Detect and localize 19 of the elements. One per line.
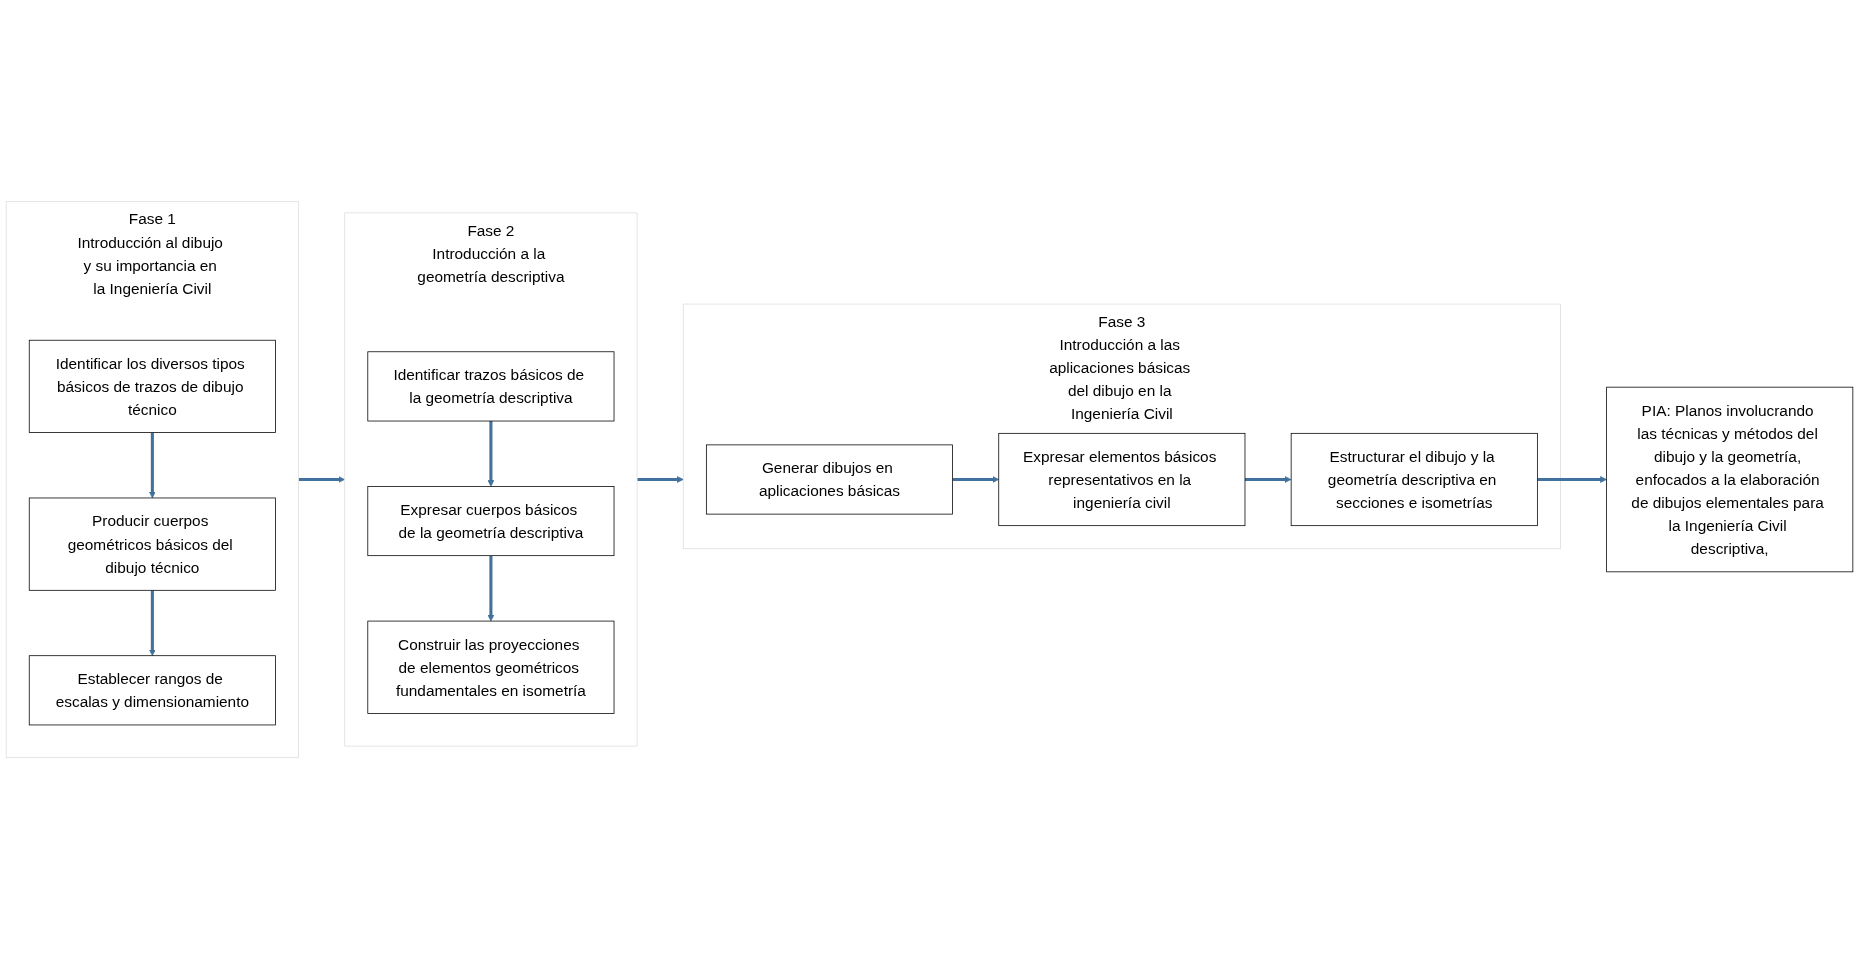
node-box: Identificar los diversos tipos básicos de trazos de dibujo técnico [28,339,276,433]
node-box: Producir cuerpos geométricos básicos del dibujo técnico [28,497,276,591]
node-box: Expresar cuerpos básicos de la geometría descriptiva [367,486,615,557]
arrow [1245,476,1292,483]
arrow [1537,476,1607,483]
arrow [148,590,156,656]
node-box: Generar dibujos en aplicaciones básicas [705,444,953,515]
arrow [487,421,495,487]
node-box: Establecer rangos de escalas y dimensionamiento [28,655,276,726]
node-box: Estructurar el dibujo y la geometría descriptiva en secciones e isometrías [1290,432,1538,527]
arrow [487,555,495,622]
arrow [148,432,156,499]
arrow [952,476,1000,483]
node-box: Expresar elementos básicos representativos en la ingeniería civil [998,432,1246,527]
node-box: Identificar trazos básicos de la geometría descriptiva [367,351,615,422]
node-box: Construir las proyecciones de elementos geométricos fundamentales en isometría [367,620,615,714]
node-box: PIA: Planos involucrando las técnicas y métodos del dibujo y la geometría, enfocados a la elaboración de dibujos elementales para la Ingeniería Civil descriptiva, [1606,386,1854,573]
arrow [298,476,345,483]
arrow [637,476,684,483]
